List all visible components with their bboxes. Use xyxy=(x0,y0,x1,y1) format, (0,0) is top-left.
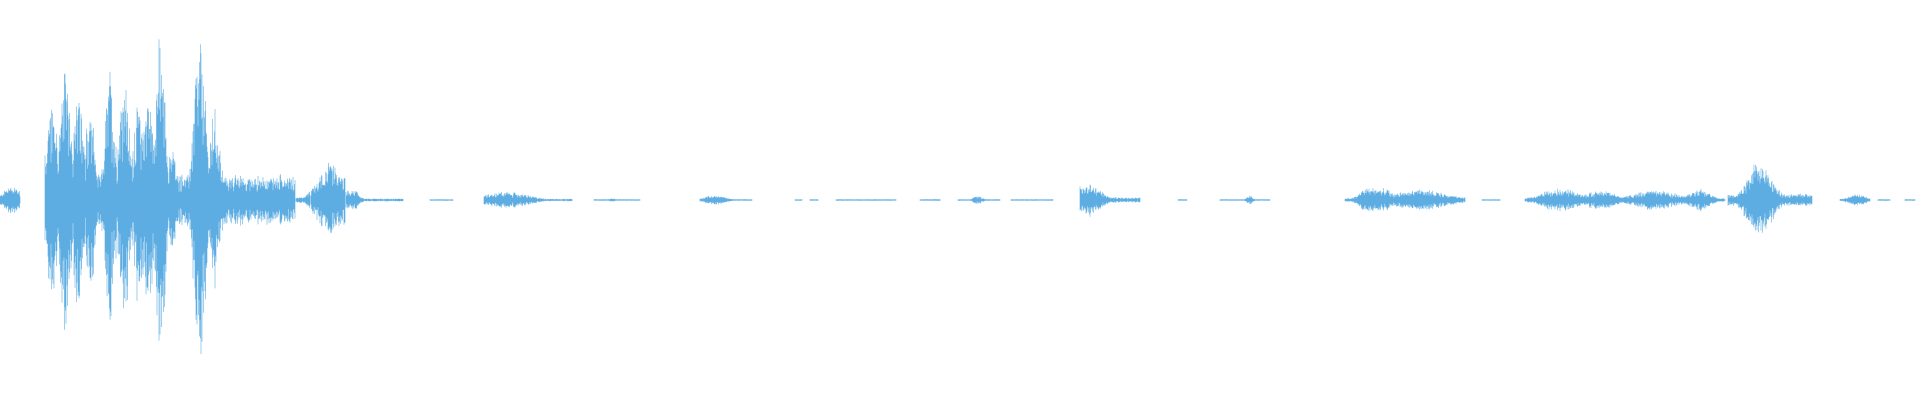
waveform-segment xyxy=(835,199,897,201)
waveform-segment xyxy=(1839,194,1871,206)
waveform-segment-path xyxy=(1344,188,1466,212)
waveform-segment-path xyxy=(1524,188,1726,212)
waveform-segment-path xyxy=(1877,199,1891,201)
waveform-segment xyxy=(1079,184,1141,217)
waveform-segment-path xyxy=(1481,199,1501,201)
waveform-segment xyxy=(593,198,641,202)
waveform-segment xyxy=(919,199,941,201)
waveform-segment xyxy=(1904,199,1916,201)
waveform-segment xyxy=(483,191,573,208)
waveform-segment-path xyxy=(429,199,454,201)
waveform-segment-path xyxy=(1904,199,1916,201)
waveform-segment-path xyxy=(1727,164,1813,233)
waveform-segments xyxy=(0,39,1916,354)
waveform-segment xyxy=(1877,199,1891,201)
waveform-segment-path xyxy=(794,199,803,201)
waveform-segment xyxy=(809,199,819,201)
waveform-segment-path xyxy=(835,199,897,201)
waveform-segment xyxy=(310,162,346,233)
waveform-segment-path xyxy=(699,196,753,205)
waveform-segment-path xyxy=(809,199,819,201)
waveform-segment-path xyxy=(310,162,346,233)
waveform-segment xyxy=(1177,199,1188,201)
waveform-segment xyxy=(44,39,296,354)
waveform-segment xyxy=(295,192,311,208)
waveform-segment xyxy=(429,199,454,201)
waveform-segment xyxy=(699,196,753,205)
waveform-segment-path xyxy=(957,196,1001,204)
waveform-segment xyxy=(1219,195,1271,204)
waveform-segment-path xyxy=(0,187,21,214)
waveform-segment-path xyxy=(483,191,573,208)
waveform-segment-path xyxy=(593,198,641,202)
waveform-segment xyxy=(1481,199,1501,201)
waveform-segment xyxy=(794,199,803,201)
waveform-segment xyxy=(957,196,1001,204)
waveform-segment-path xyxy=(1839,194,1871,206)
waveform-segment xyxy=(1727,164,1813,233)
waveform-segment xyxy=(345,190,404,210)
waveform-segment xyxy=(1010,199,1054,201)
waveform-segment xyxy=(0,187,21,214)
waveform-segment-path xyxy=(44,39,296,354)
waveform-segment-path xyxy=(1010,199,1054,201)
waveform-segment-path xyxy=(345,190,404,210)
waveform-segment-path xyxy=(1219,195,1271,204)
waveform-segment-path xyxy=(919,199,941,201)
waveform-segment xyxy=(1524,188,1726,212)
waveform-segment-path xyxy=(1079,184,1141,217)
waveform-segment-path xyxy=(295,192,311,208)
waveform-segment xyxy=(1344,188,1466,212)
waveform-segment-path xyxy=(1177,199,1188,201)
